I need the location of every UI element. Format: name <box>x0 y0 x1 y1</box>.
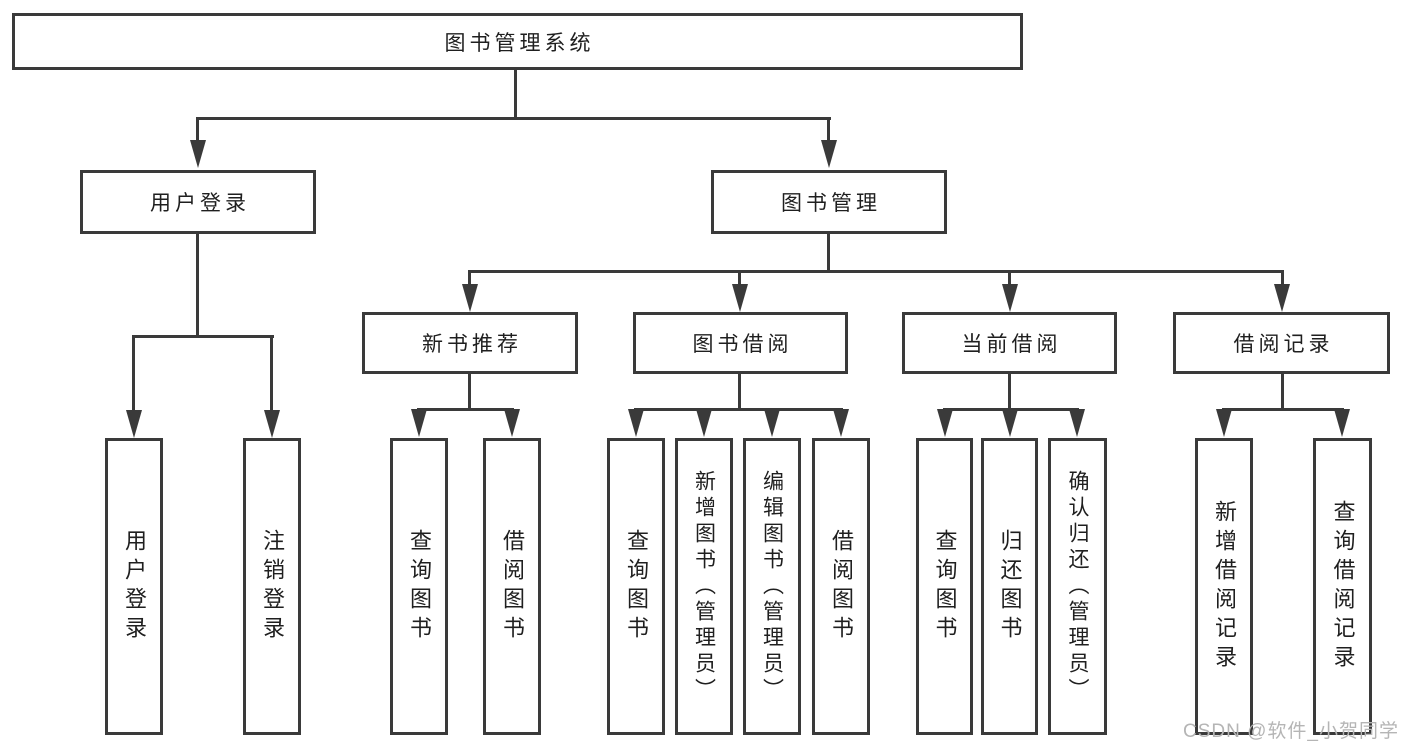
connector-line <box>1281 270 1284 288</box>
leaf-query-book-recommend-label: 查询图书 <box>407 528 432 645</box>
leaf-add-borrow-record-label: 新增借阅记录 <box>1212 499 1237 674</box>
arrow-down-icon <box>1216 409 1232 437</box>
arrow-down-icon <box>1334 409 1350 437</box>
connector-line <box>196 117 199 145</box>
node-user-login: 用户登录 <box>80 170 316 234</box>
csdn-watermark: CSDN @软件_小贺同学 <box>1183 721 1399 742</box>
leaf-borrow-book-recommend: 借阅图书 <box>483 438 541 735</box>
connector-line <box>1008 270 1011 288</box>
leaf-borrow-book-recommend-label: 借阅图书 <box>500 528 525 645</box>
node-current-borrow-label: 当前借阅 <box>961 333 1062 356</box>
leaf-user-login-label: 用户登录 <box>122 528 147 645</box>
arrow-down-icon <box>1002 409 1018 437</box>
connector-line <box>1281 374 1284 411</box>
connector-line <box>468 270 1284 273</box>
arrow-down-icon <box>190 140 206 168</box>
arrow-down-icon <box>833 409 849 437</box>
connector-line <box>132 335 274 338</box>
leaf-return-book: 归还图书 <box>981 438 1038 735</box>
arrow-down-icon <box>264 410 280 438</box>
leaf-query-book-current-label: 查询图书 <box>932 528 958 645</box>
leaf-edit-book-admin: 编辑图书（管理员） <box>743 438 801 735</box>
connector-line <box>738 270 741 288</box>
connector-line <box>1008 374 1011 411</box>
node-borrow-records-label: 借阅记录 <box>1233 333 1334 356</box>
leaf-query-book-current: 查询图书 <box>916 438 973 735</box>
arrow-down-icon <box>462 284 478 312</box>
node-book-management-label: 图书管理 <box>781 192 881 215</box>
leaf-confirm-return-admin: 确认归还（管理员） <box>1048 438 1107 735</box>
connector-line <box>468 374 471 411</box>
node-book-borrow: 图书借阅 <box>633 312 848 374</box>
node-book-borrow-label: 图书借阅 <box>692 333 793 356</box>
leaf-query-book-borrow-label: 查询图书 <box>624 528 649 645</box>
connector-line <box>514 68 517 120</box>
arrow-down-icon <box>1274 284 1290 312</box>
node-new-book-recommend: 新书推荐 <box>362 312 578 374</box>
leaf-query-book-borrow: 查询图书 <box>607 438 665 735</box>
arrow-down-icon <box>821 140 837 168</box>
leaf-borrow-book: 借阅图书 <box>812 438 870 735</box>
arrow-down-icon <box>1069 409 1085 437</box>
node-library-system-label: 图书管理系统 <box>444 31 595 55</box>
node-book-management: 图书管理 <box>711 170 947 234</box>
node-library-system: 图书管理系统 <box>12 13 1023 70</box>
leaf-user-login: 用户登录 <box>105 438 163 735</box>
leaf-logout: 注销登录 <box>243 438 301 735</box>
leaf-query-borrow-record-label: 查询借阅记录 <box>1330 499 1356 674</box>
connector-line <box>197 117 831 120</box>
arrow-down-icon <box>504 409 520 437</box>
connector-line <box>132 335 135 414</box>
connector-line <box>738 374 741 411</box>
node-current-borrow: 当前借阅 <box>902 312 1117 374</box>
leaf-query-book-recommend: 查询图书 <box>390 438 448 735</box>
arrow-down-icon <box>628 409 644 437</box>
node-borrow-records: 借阅记录 <box>1173 312 1390 374</box>
leaf-borrow-book-label: 借阅图书 <box>829 528 854 645</box>
leaf-return-book-label: 归还图书 <box>997 528 1023 645</box>
arrow-down-icon <box>937 409 953 437</box>
leaf-add-book-admin: 新增图书（管理员） <box>675 438 733 735</box>
arrow-down-icon <box>1002 284 1018 312</box>
leaf-add-borrow-record: 新增借阅记录 <box>1195 438 1253 735</box>
connector-line <box>196 233 199 336</box>
arrow-down-icon <box>126 410 142 438</box>
node-new-book-recommend-label: 新书推荐 <box>422 333 522 356</box>
leaf-edit-book-admin-label: 编辑图书（管理员） <box>760 469 784 704</box>
arrow-down-icon <box>411 409 427 437</box>
leaf-query-borrow-record: 查询借阅记录 <box>1313 438 1372 735</box>
connector-line <box>468 270 471 288</box>
connector-line <box>1222 408 1344 411</box>
leaf-confirm-return-admin-label: 确认归还（管理员） <box>1066 469 1089 704</box>
leaf-logout-label: 注销登录 <box>260 528 285 645</box>
connector-line <box>827 233 830 273</box>
arrow-down-icon <box>732 284 748 312</box>
connector-line <box>827 117 830 145</box>
connector-line <box>634 408 843 411</box>
connector-line <box>417 408 514 411</box>
arrow-down-icon <box>696 409 712 437</box>
node-user-login-label: 用户登录 <box>150 192 250 215</box>
leaf-add-book-admin-label: 新增图书（管理员） <box>692 469 716 704</box>
arrow-down-icon <box>764 409 780 437</box>
connector-line <box>270 335 273 414</box>
